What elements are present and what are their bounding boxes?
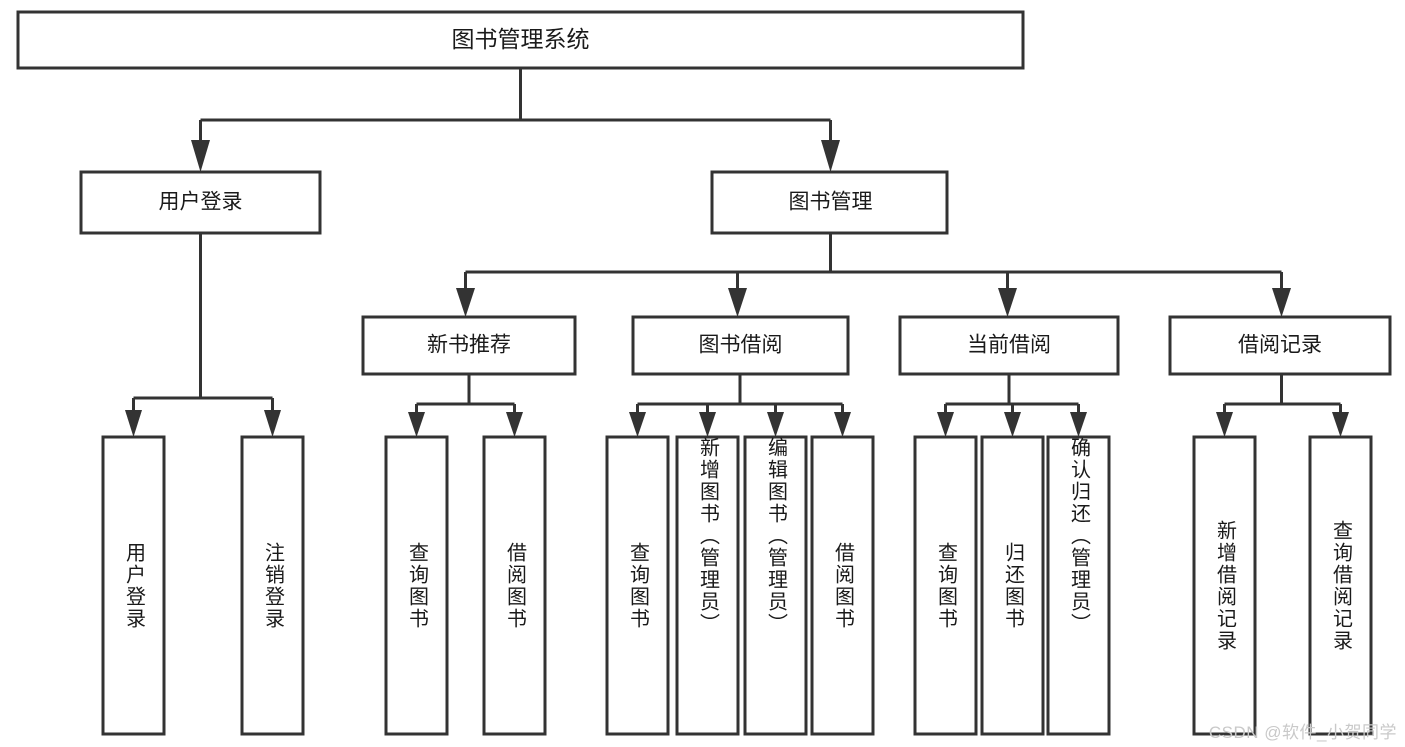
arrowhead-leaf-edit-book [767, 412, 784, 437]
arrowhead-leaf-query-book-1 [408, 412, 425, 437]
arrowhead-user-login [191, 140, 210, 172]
leaf-box-borrow-book-2[interactable] [810, 435, 875, 736]
node-book-borrow-box[interactable] [631, 315, 850, 376]
leaf-box-borrow-book-1[interactable] [482, 435, 547, 736]
arrowhead-book-borrow [728, 288, 747, 317]
arrowhead-current-borrow [998, 288, 1017, 317]
leaf-box-query-book-1[interactable] [384, 435, 449, 736]
arrowhead-leaf-query-book-3 [937, 412, 954, 437]
arrowhead-leaf-query-record [1332, 412, 1349, 437]
leaf-box-return-book[interactable] [980, 435, 1045, 736]
node-book-management-box[interactable] [710, 170, 949, 235]
leaf-box-add-record[interactable] [1192, 435, 1257, 736]
arrowhead-leaf-borrow-book-1 [506, 412, 523, 437]
node-book-borrow[interactable]: 图书借阅 [631, 315, 850, 376]
node-borrow-record-label: 借阅记录 [1238, 334, 1322, 357]
node-user-login-box[interactable] [79, 170, 322, 235]
arrowhead-leaf-user-login [125, 410, 142, 437]
arrowhead-borrow-record [1272, 288, 1291, 317]
node-user-login[interactable]: 用户登录 [79, 170, 322, 235]
leaf-box-logout[interactable] [240, 435, 305, 736]
node-book-management-label: 图书管理 [789, 191, 873, 214]
connector-group-book-borrow [629, 374, 851, 437]
leaf-box-edit-book[interactable] [743, 435, 808, 736]
node-book-borrow-label: 图书借阅 [699, 334, 783, 357]
node-current-borrow[interactable]: 当前借阅 [898, 315, 1120, 376]
leaf-box-query-record[interactable] [1308, 435, 1373, 736]
connector-group-borrow-record [1216, 374, 1349, 437]
arrowhead-leaf-borrow-book-2 [834, 412, 851, 437]
node-current-borrow-label: 当前借阅 [967, 334, 1051, 357]
leaf-box-query-book-3[interactable] [913, 435, 978, 736]
node-root-box[interactable] [16, 10, 1025, 70]
leaf-box-user-login[interactable] [101, 435, 166, 736]
node-new-book-recommend-box[interactable] [361, 315, 577, 376]
leaf-box-confirm-return[interactable] [1046, 435, 1111, 736]
arrowhead-leaf-confirm-return [1070, 412, 1087, 437]
arrowhead-leaf-add-book [699, 412, 716, 437]
connector-group-book-mgmt [456, 233, 1291, 317]
arrowhead-leaf-add-record [1216, 412, 1233, 437]
node-new-book-recommend[interactable]: 新书推荐 [361, 315, 577, 376]
arrowhead-leaf-return-book [1004, 412, 1021, 437]
arrowhead-leaf-logout [264, 410, 281, 437]
node-book-management[interactable]: 图书管理 [710, 170, 949, 235]
connector-group-new-book-rec [408, 374, 523, 437]
arrowhead-new-book-rec [456, 288, 475, 317]
node-root-label: 图书管理系统 [452, 26, 590, 52]
connector-group-root [191, 68, 840, 172]
node-root-system[interactable]: 图书管理系统 [16, 10, 1025, 70]
csdn-watermark: CSDN @软件_小贺同学 [1208, 723, 1397, 742]
node-new-book-recommend-label: 新书推荐 [427, 334, 511, 357]
node-current-borrow-box[interactable] [898, 315, 1120, 376]
node-user-login-label: 用户登录 [159, 191, 243, 214]
leaf-boxes-group [101, 435, 1373, 736]
leaf-box-query-book-2[interactable] [605, 435, 670, 736]
leaf-box-add-book[interactable] [675, 435, 740, 736]
node-borrow-record[interactable]: 借阅记录 [1168, 315, 1392, 376]
connector-group-current-borrow [937, 374, 1087, 437]
connector-group-user-login [125, 233, 281, 437]
arrowhead-book-mgmt [821, 140, 840, 172]
arrowhead-leaf-query-book-2 [629, 412, 646, 437]
node-borrow-record-box[interactable] [1168, 315, 1392, 376]
